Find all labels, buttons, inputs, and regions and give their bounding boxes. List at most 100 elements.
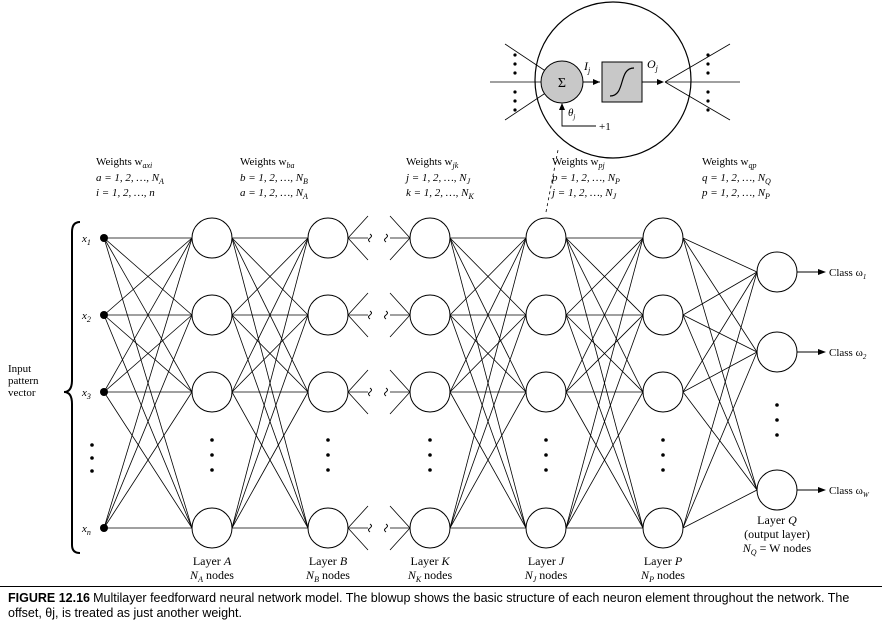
weight-stub [347,237,369,261]
output-layer-label: Layer Q [757,513,797,527]
weights-range-1: q = 1, 2, …, NQ [702,172,771,186]
layer-count: NJ nodes [524,568,568,584]
weights-range-1: j = 1, 2, …, NJ [404,172,471,186]
output-layer-count: NQ = W nodes [742,541,812,557]
weights-range-1: a = 1, 2, …, NA [96,172,164,186]
weight-stub [389,215,411,239]
break-mark [384,523,388,533]
weight-line [565,314,644,529]
input-terminal [100,388,108,396]
blowup-dots [513,53,710,112]
layer-B-node [307,217,349,259]
layer-B-node [307,371,349,413]
weight-line [103,391,193,529]
layer-J-node [525,217,567,259]
layer-P-node [642,294,684,336]
ellipsis-dot [326,468,330,472]
weights-title: Weights wqp [702,156,756,170]
weight-line [449,314,527,529]
ellipsis-dot [428,453,432,457]
ellipsis-dot [90,469,94,473]
input-label: x3 [81,387,91,401]
ellipsis-dot [210,453,214,457]
figure-caption: FIGURE 12.16 Multilayer feedforward neur… [8,591,874,621]
output-arrowhead [818,269,826,275]
weight-line [103,237,193,529]
break-mark [368,233,372,243]
layer-count: NP nodes [640,568,685,584]
ellipsis-dot [428,438,432,442]
weight-line [231,237,309,316]
layer-A-node [191,294,233,336]
input-vector-label: vector [8,387,36,399]
weight-line [565,237,644,393]
sigmoid-curve [609,67,635,97]
caption-label: FIGURE 12.16 [8,591,90,605]
weight-stub [389,314,411,338]
ellipsis-dot [90,456,94,460]
weight-line [682,271,758,529]
input-vector-label: pattern [8,375,39,387]
weight-line [231,314,309,529]
weight-line [682,237,758,353]
ellipsis-dot [326,453,330,457]
weight-line [103,314,193,529]
ellipsis-dot [544,453,548,457]
layer-J-node [525,507,567,549]
neuron-blowup: Σ Ij Oj θj +1 [490,1,740,213]
layer-B-node [307,507,349,549]
weight-line [449,391,527,529]
weight-stub [347,527,369,551]
weights-title: Weights wba [240,156,294,170]
ellipsis-dot [210,438,214,442]
layer-K-node [409,507,451,549]
layer-count: NB nodes [305,568,350,584]
weight-line [565,237,644,529]
weight-line [682,314,758,491]
ellipsis-dot [326,438,330,442]
weight-stub [389,391,411,415]
output-node [756,469,798,511]
layer-label: Layer K [411,554,451,568]
caption-text: Multilayer feedforward neural network mo… [8,591,850,620]
ellipsis-dot [544,468,548,472]
weight-line [682,351,758,529]
caption-rule [0,586,882,587]
ellipsis-dot [775,403,779,407]
input-terminal [100,234,108,242]
weight-stub [347,369,369,393]
ellipsis-dot [661,468,665,472]
weight-line [449,314,527,393]
layer-count: NA nodes [189,568,234,584]
layer-A-node [191,217,233,259]
weight-line [682,271,758,316]
input-label: x1 [81,233,91,247]
weight-line [682,237,758,491]
layer-label: Layer J [528,554,565,568]
blowup-link [545,149,559,213]
input-label: x2 [81,310,91,324]
weight-line [231,237,309,529]
weight-stub [347,391,369,415]
class-label: Class ω1 [829,267,866,281]
layer-K-node [409,371,451,413]
input-label: xn [81,523,91,537]
weight-line [103,237,193,393]
weight-stub [347,215,369,239]
bias-line [561,106,596,127]
weight-line [449,237,527,316]
weight-stub [389,369,411,393]
output-layer-sub: (output layer) [744,527,810,541]
weights-range-2: i = 1, 2, …, n [96,187,155,199]
weight-line [682,314,758,353]
weight-stub [389,505,411,529]
layer-P-node [642,217,684,259]
weight-line [682,351,758,393]
weight-stub [347,292,369,316]
layer-label: Layer P [644,554,683,568]
layer-A-node [191,507,233,549]
weight-stub [347,314,369,338]
input-terminal [100,311,108,319]
weights-title: Weights waxi [96,156,152,170]
